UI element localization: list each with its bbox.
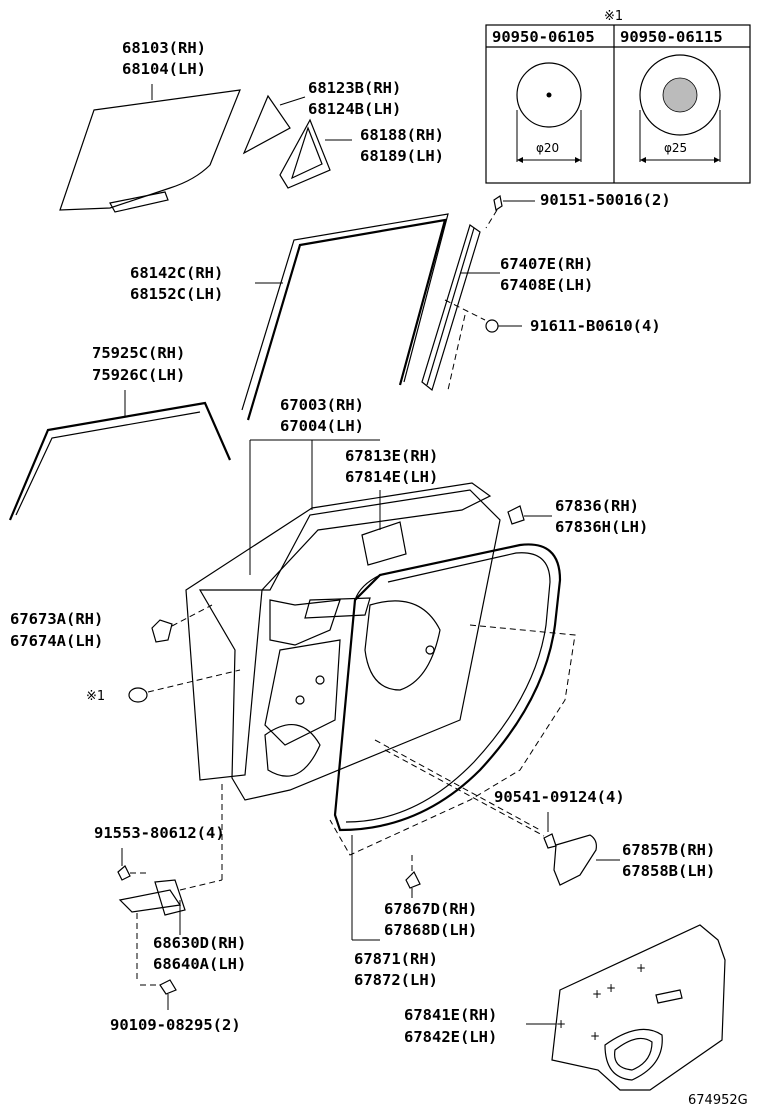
- quarter-weatherstrip-part: [279, 118, 352, 189]
- door-trim-part: + + + + +: [526, 924, 726, 1091]
- label-68630-rh: 68630D(RH): [153, 934, 246, 952]
- label-68123-rh: 68123B(RH): [308, 79, 401, 97]
- label-67867-rh: 67867D(RH): [384, 900, 477, 918]
- plug-25-diameter: φ25: [664, 141, 687, 155]
- label-75925-lh: 75926C(LH): [92, 366, 185, 384]
- svg-text:+: +: [606, 981, 616, 995]
- plug-20-drawing: [516, 62, 582, 128]
- svg-text:+: +: [636, 961, 646, 975]
- label-67836-lh: 67836H(LH): [555, 518, 648, 536]
- label-68142-lh: 68152C(LH): [130, 285, 223, 303]
- label-67813-lh: 67814E(LH): [345, 468, 438, 486]
- plug-table-col-1: 90950-06105: [492, 28, 595, 46]
- diagram-id: 674952G: [688, 1093, 748, 1108]
- label-67407-rh: 67407E(RH): [500, 255, 593, 273]
- plug-table-frame: [485, 24, 751, 184]
- clip-67836-part: [507, 505, 552, 525]
- door-check-part: [117, 780, 223, 980]
- label-75925-rh: 75925C(RH): [92, 344, 185, 362]
- door-panel-part: [185, 439, 501, 801]
- label-67857-rh: 67857B(RH): [622, 841, 715, 859]
- plug-20-diameter: φ20: [536, 141, 559, 155]
- label-68103-rh: 68103(RH): [122, 39, 206, 57]
- label-67871-lh: 67872(LH): [354, 971, 438, 989]
- label-68103-lh: 68104(LH): [122, 60, 206, 78]
- label-67003-rh: 67003(RH): [280, 396, 364, 414]
- label-68630-lh: 68640A(LH): [153, 955, 246, 973]
- door-weatherstrip-part: [333, 543, 562, 832]
- part-labels: 68103(RH) 68104(LH) 68123B(RH) 68124B(LH…: [10, 39, 748, 1108]
- label-90151: 90151-50016(2): [540, 191, 671, 209]
- label-68188-lh: 68189(LH): [360, 147, 444, 165]
- label-67857-lh: 67858B(LH): [622, 862, 715, 880]
- label-67841-rh: 67841E(RH): [404, 1006, 497, 1024]
- run-channel-part: [241, 213, 449, 421]
- label-68188-rh: 68188(RH): [360, 126, 444, 144]
- door-glass-part: [59, 84, 241, 213]
- plug-table: ※1 90950-06105 90950-06115 φ20 φ25: [485, 9, 751, 184]
- plug-table-col-2: 90950-06115: [620, 28, 723, 46]
- svg-text:+: +: [592, 987, 602, 1001]
- label-67836-rh: 67836(RH): [555, 497, 639, 515]
- label-67841-lh: 67842E(LH): [404, 1028, 497, 1046]
- bolt-91611-part: [485, 319, 522, 333]
- label-67003-lh: 67004(LH): [280, 417, 364, 435]
- division-bar-part: [421, 224, 500, 392]
- cover-67857-part: [553, 834, 620, 886]
- label-90109: 90109-08295(2): [110, 1016, 241, 1034]
- label-67673-rh: 67673A(RH): [10, 610, 103, 628]
- label-ref-mark: ※1: [86, 689, 105, 704]
- screw-90109-part: [140, 979, 177, 1010]
- plug-table-mark: ※1: [604, 9, 623, 24]
- plug-ref-part: [128, 669, 241, 703]
- hole-cover-part: [361, 490, 407, 566]
- svg-text:+: +: [590, 1029, 600, 1043]
- label-90541: 90541-09124(4): [494, 788, 625, 806]
- plug-25-drawing: [639, 54, 721, 136]
- label-67867-lh: 67868D(LH): [384, 921, 477, 939]
- weatherstrip-dash-guide: [329, 624, 576, 856]
- quarter-glass-part: [242, 94, 306, 155]
- clip-67673-part: [151, 604, 213, 643]
- label-67407-lh: 67408E(LH): [500, 276, 593, 294]
- leader-67871: [351, 835, 380, 941]
- label-67871-rh: 67871(RH): [354, 950, 438, 968]
- belt-moulding-part: [8, 390, 232, 521]
- label-91611: 91611-B0610(4): [530, 317, 661, 335]
- clip-67867-part: [405, 855, 421, 898]
- svg-text:+: +: [556, 1017, 566, 1031]
- label-67813-rh: 67813E(RH): [345, 447, 438, 465]
- screw-90151-part: [485, 195, 535, 229]
- label-68142-rh: 68142C(RH): [130, 264, 223, 282]
- label-67673-lh: 67674A(LH): [10, 632, 103, 650]
- label-91553: 91553-80612(4): [94, 824, 225, 842]
- label-68123-lh: 68124B(LH): [308, 100, 401, 118]
